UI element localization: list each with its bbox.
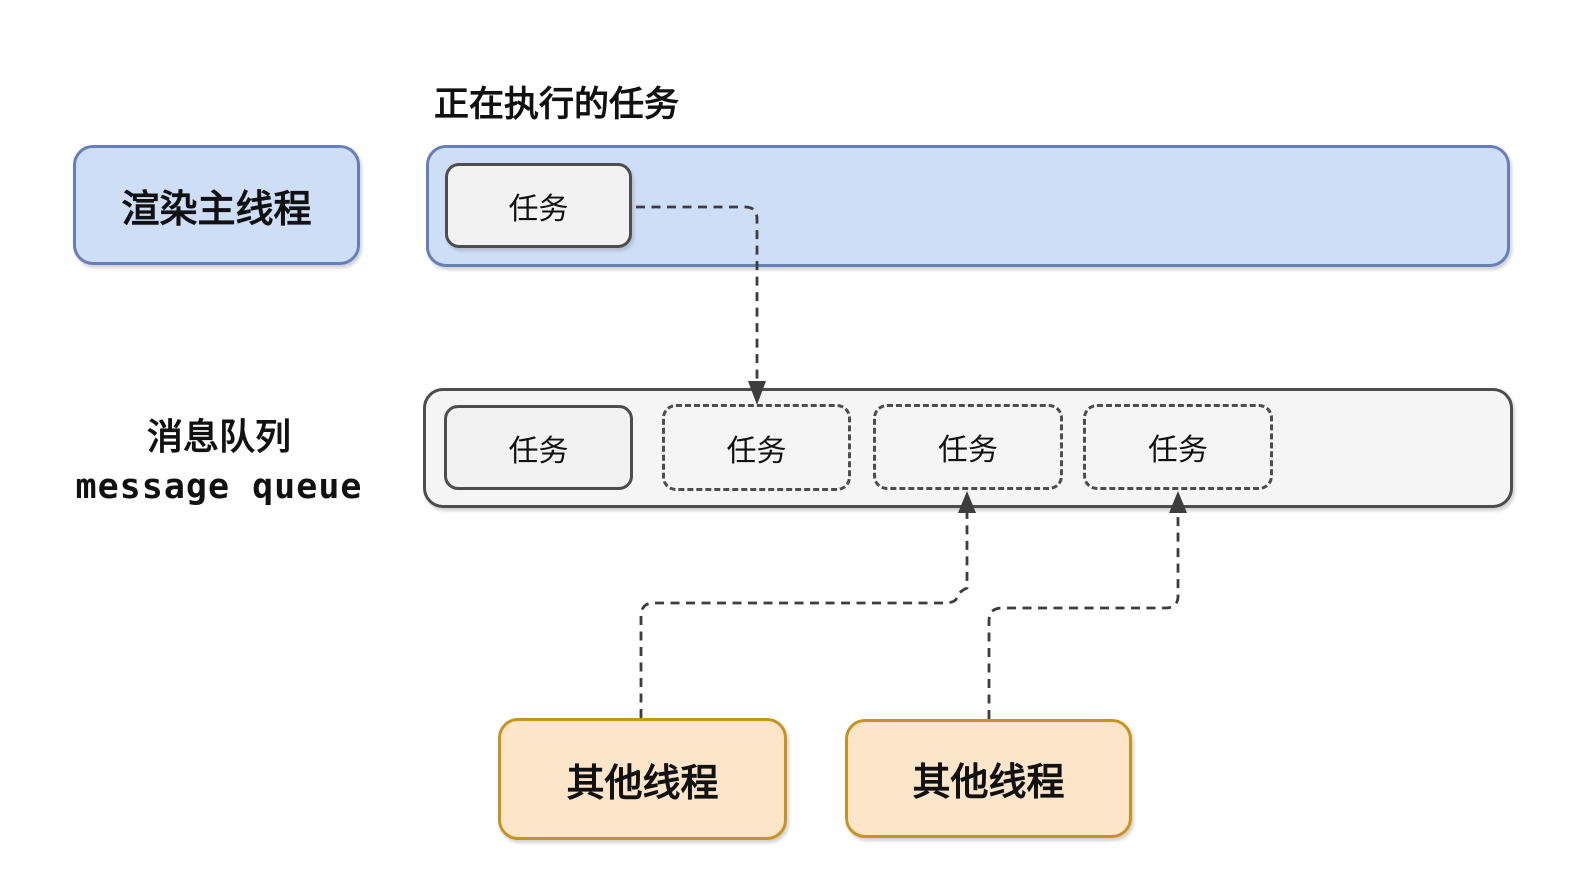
- arrow-other-thread2-to-queue: [987, 513, 1180, 719]
- queue-task-label: 任务: [508, 434, 569, 468]
- render-main-thread-box: 渲染主线程: [73, 145, 360, 265]
- other-thread-box-1: 其他线程: [498, 718, 787, 840]
- render-main-thread-label: 渲染主线程: [121, 188, 312, 231]
- other-thread-label: 其他线程: [566, 762, 719, 805]
- other-thread-label: 其他线程: [912, 762, 1065, 804]
- executing-task-label: 任务: [508, 192, 569, 226]
- other-thread-box-2: 其他线程: [845, 719, 1132, 838]
- queue-task-box-1: 任务: [444, 405, 633, 490]
- queue-task-label: 任务: [726, 434, 787, 468]
- queue-task-label: 任务: [1148, 434, 1208, 467]
- queue-task-box-3-dashed: 任务: [873, 404, 1063, 490]
- message-queue-label-cn: 消息队列: [146, 416, 291, 457]
- queue-task-label: 任务: [938, 434, 998, 467]
- executing-task-box: 任务: [445, 163, 632, 248]
- arrow-other-thread1-to-queue: [639, 513, 969, 718]
- message-queue-label-en: message queue: [75, 467, 363, 507]
- queue-task-box-2-dashed: 任务: [662, 404, 851, 491]
- message-queue-label: 消息队列 message queue: [40, 412, 398, 512]
- queue-task-box-4-dashed: 任务: [1083, 404, 1273, 490]
- executing-task-title: 正在执行的任务: [434, 85, 680, 124]
